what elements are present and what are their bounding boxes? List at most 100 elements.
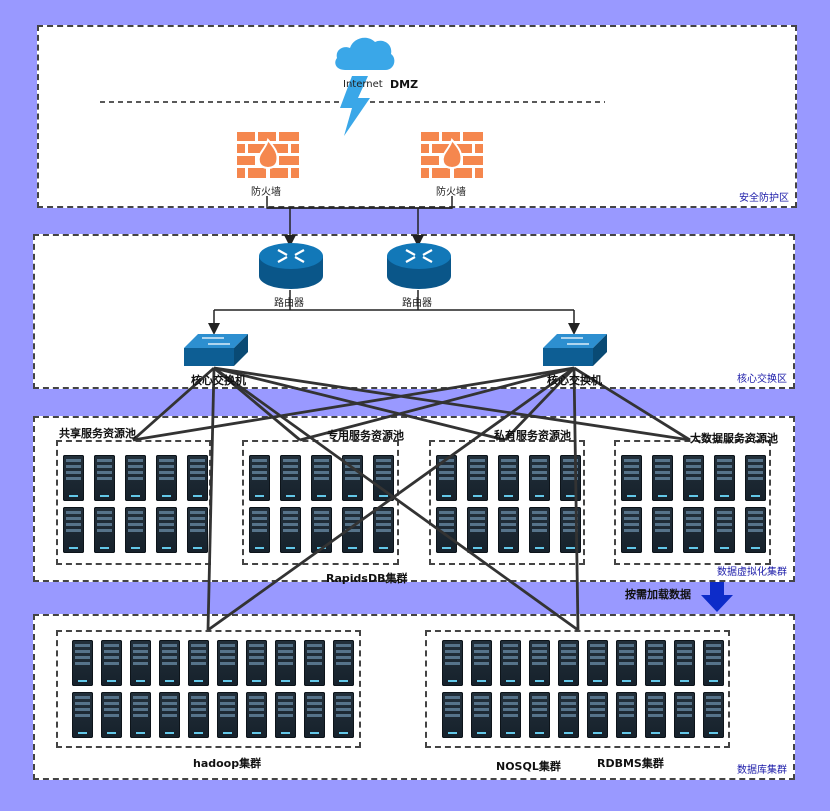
server-icon [683, 455, 704, 501]
server-icon [745, 507, 766, 553]
server-icon [500, 640, 521, 686]
server-icon [280, 507, 301, 553]
server-icon [560, 455, 581, 501]
server-icon [471, 640, 492, 686]
server-icon [683, 507, 704, 553]
server-icon [304, 692, 325, 738]
server-icon [498, 455, 519, 501]
server-icon [130, 640, 151, 686]
server-icon [442, 692, 463, 738]
server-icon [703, 640, 724, 686]
server-icon [703, 692, 724, 738]
server-icon [101, 692, 122, 738]
bigdata-pool-servers [621, 455, 766, 553]
server-icon [558, 640, 579, 686]
firewall-label-1: 防火墙 [251, 187, 281, 198]
virtual-zone-label: 数据虚拟化集群 [717, 567, 787, 578]
down-arrow-icon [701, 582, 733, 612]
server-icon [63, 507, 84, 553]
server-icon [249, 455, 270, 501]
server-icon [188, 640, 209, 686]
server-icon [621, 507, 642, 553]
server-icon [311, 507, 332, 553]
router-label-2: 路由器 [402, 298, 432, 309]
hadoop-servers [72, 640, 354, 738]
server-icon [529, 507, 550, 553]
server-icon [498, 507, 519, 553]
server-icon [304, 640, 325, 686]
nosql-cluster-label: NOSQL集群 [496, 760, 561, 773]
hadoop-cluster-label: hadoop集群 [193, 757, 262, 770]
server-icon [156, 455, 177, 501]
server-icon [275, 692, 296, 738]
server-icon [467, 455, 488, 501]
server-icon [246, 640, 267, 686]
server-icon [249, 507, 270, 553]
server-icon [373, 455, 394, 501]
server-icon [645, 692, 666, 738]
dedicated-pool-servers [249, 455, 394, 553]
server-icon [714, 455, 735, 501]
server-icon [436, 507, 457, 553]
server-icon [159, 692, 180, 738]
server-icon [275, 640, 296, 686]
server-icon [467, 507, 488, 553]
server-icon [645, 640, 666, 686]
dmz-label: DMZ [390, 78, 419, 91]
router-icon [259, 243, 323, 289]
shared-pool-label: 共享服务资源池 [59, 427, 136, 440]
server-icon [529, 692, 550, 738]
server-icon [342, 507, 363, 553]
server-icon [101, 640, 122, 686]
server-icon [560, 507, 581, 553]
load-on-demand-label: 按需加载数据 [625, 588, 691, 601]
server-icon [674, 640, 695, 686]
server-icon [94, 455, 115, 501]
server-icon [94, 507, 115, 553]
server-icon [187, 455, 208, 501]
nosql-rdbms-servers [442, 640, 724, 738]
server-icon [745, 455, 766, 501]
server-icon [587, 692, 608, 738]
router-label-1: 路由器 [274, 298, 304, 309]
server-icon [333, 692, 354, 738]
server-icon [714, 507, 735, 553]
firewall-label-2: 防火墙 [436, 187, 466, 198]
server-icon [125, 455, 146, 501]
core-switch-icon [543, 334, 607, 366]
server-icon [674, 692, 695, 738]
core-switch-label-1: 核心交换机 [191, 374, 246, 387]
security-zone-label: 安全防护区 [739, 193, 789, 204]
server-icon [529, 640, 550, 686]
server-icon [188, 692, 209, 738]
core-switch-icon [184, 334, 248, 366]
server-icon [125, 507, 146, 553]
server-icon [436, 455, 457, 501]
server-icon [342, 455, 363, 501]
internet-label: Internet [343, 79, 383, 90]
server-icon [159, 640, 180, 686]
server-icon [500, 692, 521, 738]
router-icon [387, 243, 451, 289]
rdbms-cluster-label: RDBMS集群 [597, 757, 664, 770]
server-icon [652, 507, 673, 553]
dedicated-pool-label: 专用服务资源池 [327, 429, 404, 442]
server-icon [246, 692, 267, 738]
core-switch-label-2: 核心交换机 [547, 374, 602, 387]
server-icon [333, 640, 354, 686]
core-zone-label: 核心交换区 [737, 374, 787, 385]
server-icon [621, 455, 642, 501]
server-icon [558, 692, 579, 738]
server-icon [130, 692, 151, 738]
private-pool-servers [436, 455, 581, 553]
server-icon [156, 507, 177, 553]
server-icon [187, 507, 208, 553]
lightning-icon [340, 76, 370, 136]
server-icon [529, 455, 550, 501]
server-icon [652, 455, 673, 501]
rapids-cluster-label: RapidsDB集群 [326, 572, 408, 585]
firewall-icon [237, 132, 299, 178]
security-zone: 安全防护区 [37, 25, 797, 208]
server-icon [471, 692, 492, 738]
